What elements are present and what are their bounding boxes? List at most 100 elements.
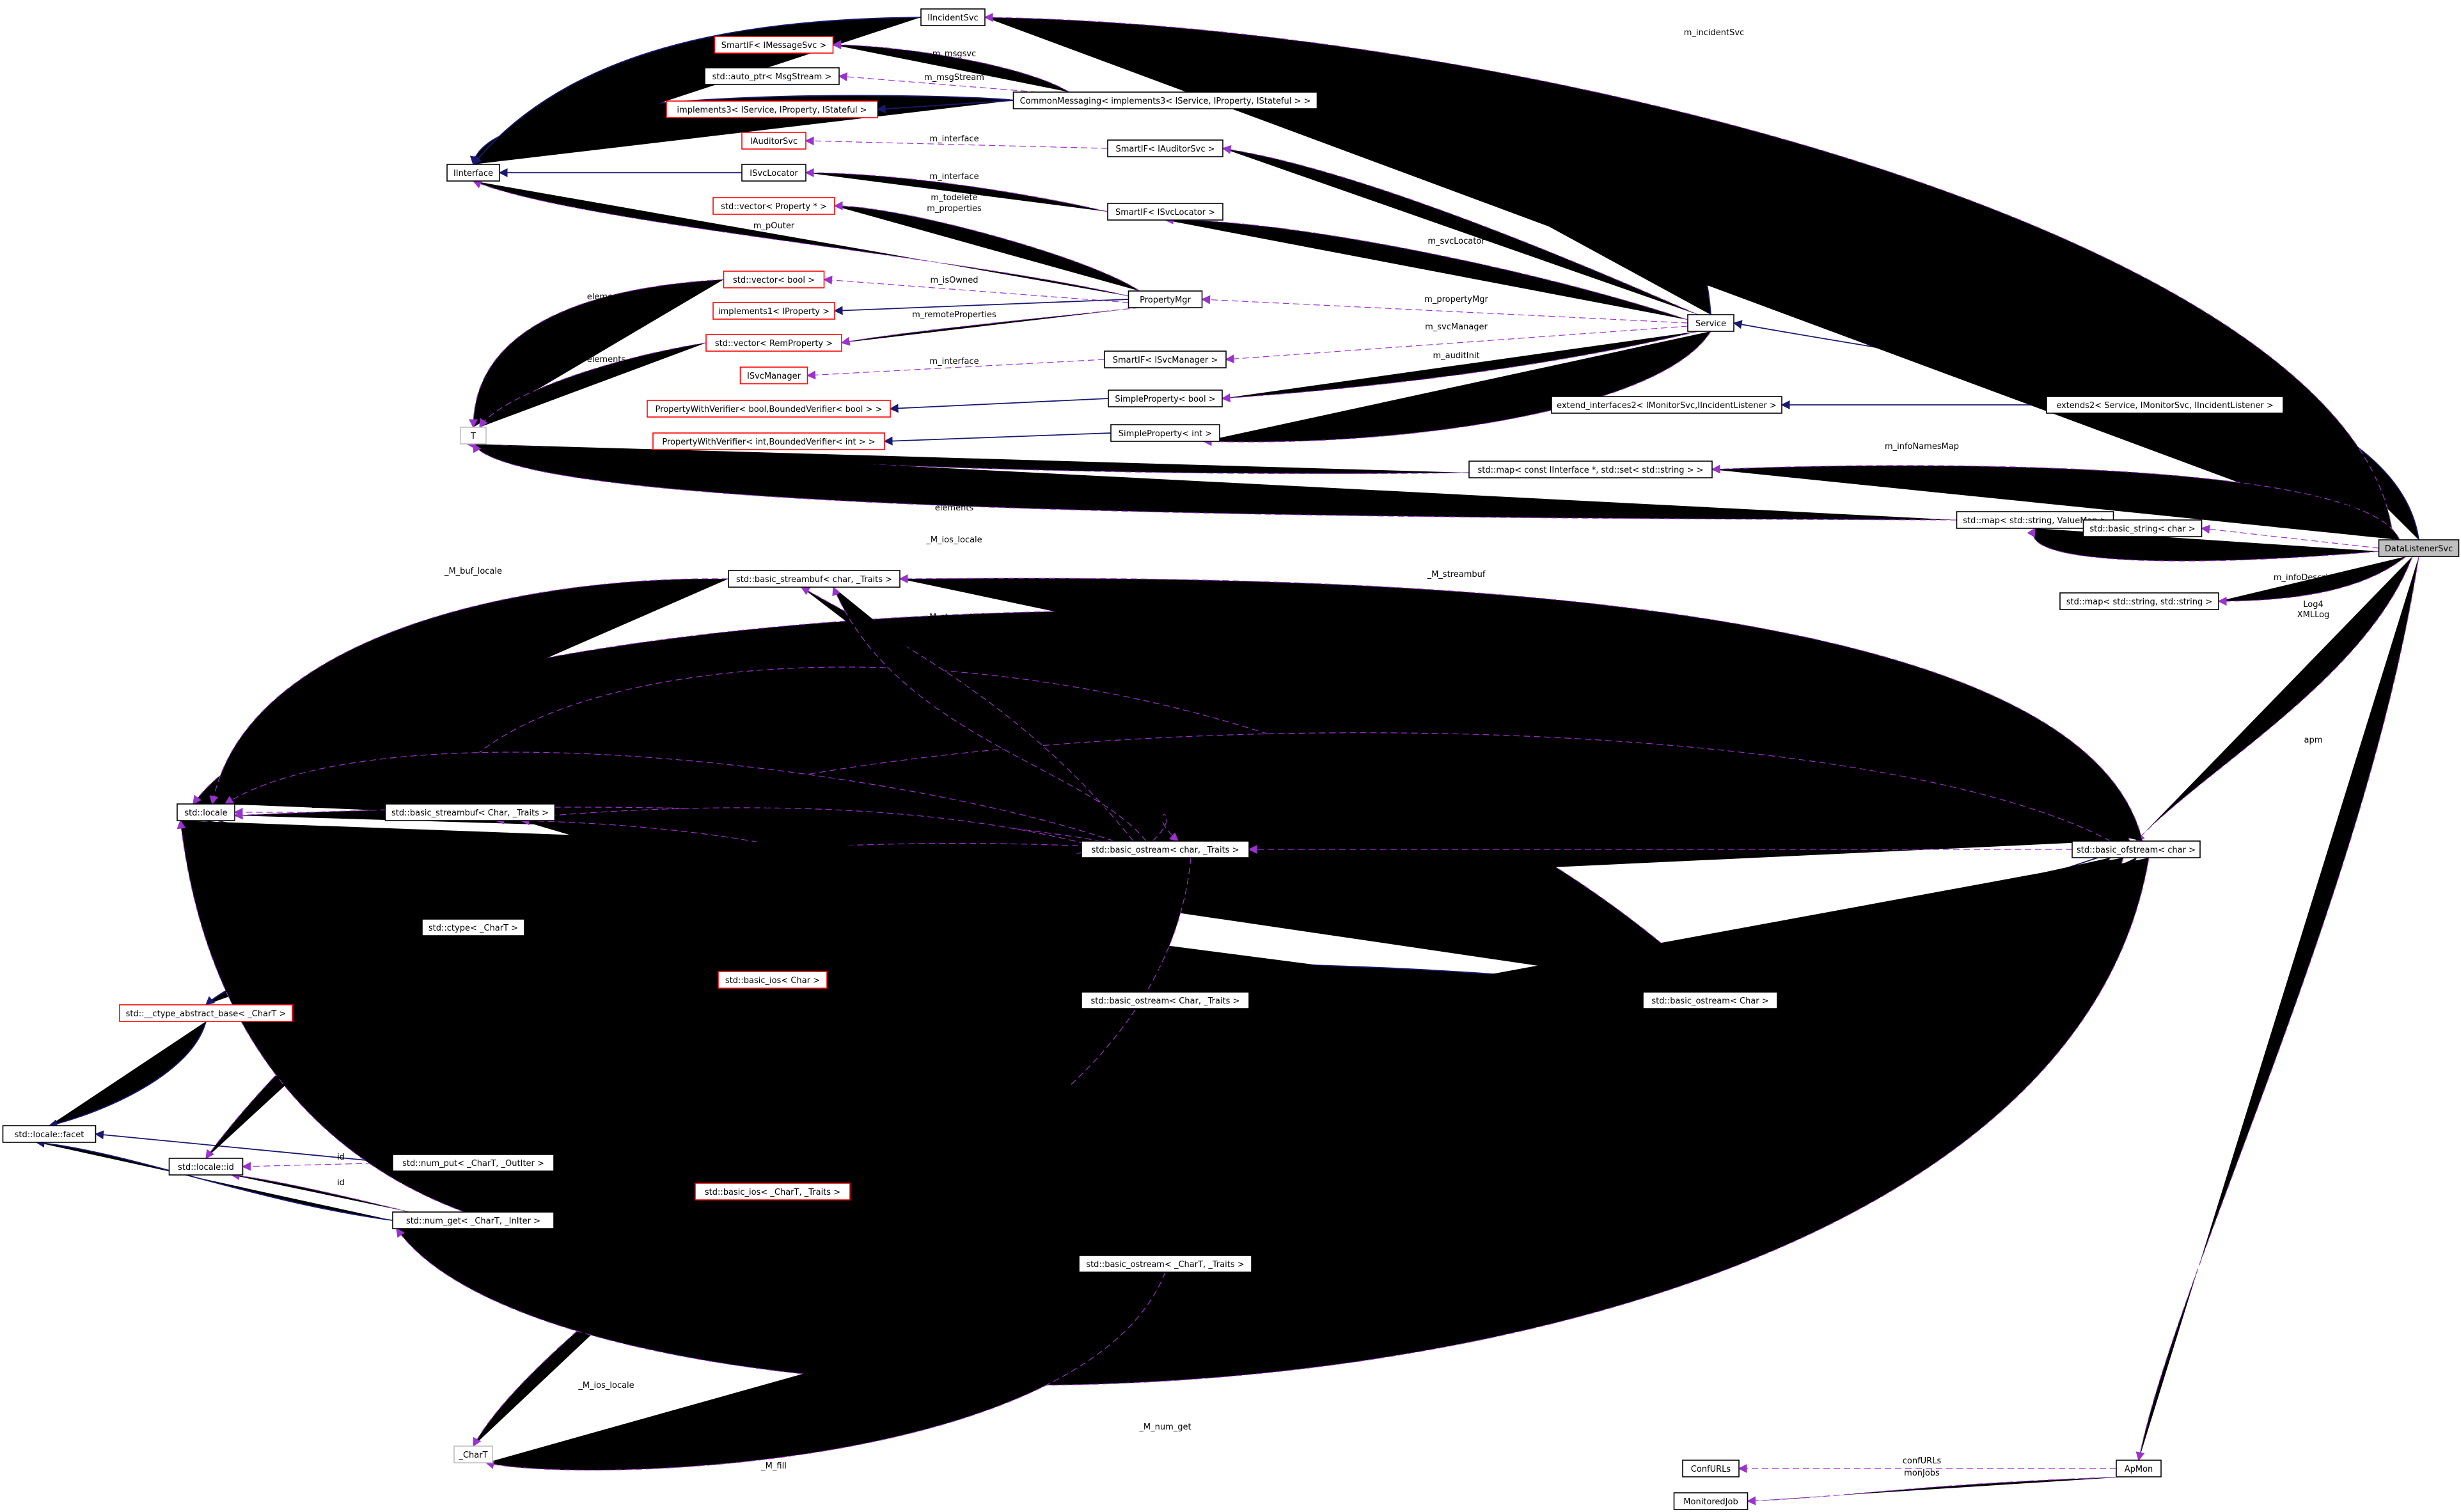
node-label: std::locale::id — [178, 1163, 234, 1172]
edge-ctype-c-use — [494, 807, 1096, 847]
edge-svclocator-use — [1164, 215, 1688, 320]
edge-label-m-svclocator: m_svcLocator — [1427, 237, 1485, 246]
class-node-t[interactable]: T — [460, 427, 487, 445]
node-box — [2116, 1460, 2162, 1477]
edge-label-m-pauditorsvc: m_pAuditorSvc — [1425, 159, 1488, 168]
edge-label-m-interface-mgr: m_interface — [929, 357, 979, 366]
node-label: PropertyWithVerifier< bool,BoundedVerifi… — [656, 405, 883, 414]
edge-label-m-num-get-g: _M_num_get — [927, 1284, 980, 1294]
node-label: SimpleProperty< int > — [1119, 429, 1212, 439]
edge-buf-locale-top-use — [209, 578, 729, 805]
edge-label-m-num-put-d: _M_num_put — [579, 1163, 632, 1173]
class-node-isvcmanager[interactable]: ISvcManager — [739, 366, 808, 384]
class-node-extend-interfaces2[interactable]: extend_interfaces2< IMonitorSvc,IInciden… — [1551, 396, 1782, 414]
node-box — [1687, 314, 1734, 332]
class-node-locale-id[interactable]: std::locale::id — [168, 1158, 244, 1176]
edge-label-m-streambuf-a: _M_streambuf — [1427, 570, 1486, 579]
edge-isowned-use — [823, 275, 1129, 303]
class-node-smartif-iauditorsvc[interactable]: SmartIF< IAuditorSvc > — [1107, 139, 1223, 157]
class-node-basic-ostream-char-traits[interactable]: std::basic_ostream< char, _Traits > — [1081, 840, 1250, 858]
class-node-chart[interactable]: _CharT — [453, 1445, 493, 1463]
node-box — [652, 432, 885, 450]
node-box — [119, 1004, 293, 1022]
class-node-basic-ios-chart[interactable]: std::basic_ios< _CharT, _Traits > — [695, 1183, 851, 1201]
class-node-commonmessaging[interactable]: CommonMessaging< implements3< IService, … — [1012, 91, 1318, 109]
edge-log4-use — [2135, 556, 2413, 842]
node-label: implements1< IProperty > — [718, 307, 830, 317]
class-node-service[interactable]: Service — [1687, 314, 1734, 332]
edge-propertymgr-use — [1201, 295, 1688, 324]
class-node-apmon[interactable]: ApMon — [2116, 1460, 2162, 1477]
class-node-locale-facet[interactable]: std::locale::facet — [2, 1125, 97, 1143]
node-box — [712, 302, 835, 320]
node-box — [1682, 1460, 1740, 1477]
class-node-auto-ptr-msgstream[interactable]: std::auto_ptr< MsgStream > — [704, 67, 840, 85]
node-box — [1642, 991, 1778, 1009]
node-label: T — [470, 432, 476, 441]
class-node-simpleproperty-bool[interactable]: SimpleProperty< bool > — [1108, 390, 1223, 407]
node-label: std::basic_ios< _CharT, _Traits > — [705, 1188, 840, 1197]
class-node-pwv-int[interactable]: PropertyWithVerifier< int,BoundedVerifie… — [652, 432, 885, 450]
class-node-map-iinterface[interactable]: std::map< const IInterface *, std::set< … — [1468, 461, 1713, 478]
class-node-basic-string-char[interactable]: std::basic_string< char > — [2082, 519, 2203, 537]
node-label: std::ctype< _CharT > — [429, 924, 518, 933]
edge-label-m-ios-locale-a: _M_ios_locale — [578, 709, 634, 719]
edge-label-m-ios-locale-top: _M_ios_locale — [925, 535, 982, 545]
edge-label-m-propertymgr: m_propertyMgr — [1424, 295, 1488, 304]
edge-label-id-a: id — [337, 967, 345, 977]
class-node-vector-bool[interactable]: std::vector< bool > — [723, 271, 825, 288]
edge-infodescriptions-use — [2217, 556, 2407, 606]
class-node-smartif-isvclocator[interactable]: SmartIF< ISvcLocator > — [1107, 203, 1223, 221]
class-node-smartif-isvcmanager[interactable]: SmartIF< ISvcManager > — [1104, 350, 1227, 368]
class-node-basic-ios-char[interactable]: std::basic_ios< Char > — [718, 971, 828, 989]
edge-tie-a-use — [1152, 814, 1179, 842]
class-node-ctype-chart[interactable]: std::ctype< _CharT > — [421, 918, 525, 936]
class-node-confurls[interactable]: ConfURLs — [1682, 1460, 1740, 1477]
class-node-implements1[interactable]: implements1< IProperty > — [712, 302, 835, 320]
node-box — [714, 36, 834, 54]
class-node-datalistenersvc[interactable]: DataListenerSvc — [2378, 539, 2460, 557]
node-box — [1110, 424, 1220, 442]
class-node-basic-ostream-char[interactable]: std::basic_ostream< Char > — [1642, 991, 1778, 1009]
edge-label-m-buf-locale-b: _M_buf_locale — [311, 799, 370, 808]
class-node-isvclocator[interactable]: ISvcLocator — [741, 164, 806, 182]
edge-propertymgr-implements1 — [833, 299, 1129, 315]
node-label: std::__ctype_abstract_base< _CharT > — [126, 1009, 287, 1019]
class-node-basic-ostream-chart[interactable]: std::basic_ostream< _CharT, _Traits > — [1078, 1255, 1252, 1273]
class-node-basic-streambuf-char[interactable]: std::basic_streambuf< Char, _Traits > — [384, 803, 556, 821]
node-box — [1468, 461, 1713, 478]
node-label: std::num_get< _CharT, _InIter > — [406, 1217, 540, 1226]
class-node-basic-streambuf-char[interactable]: std::basic_streambuf< char, _Traits > — [728, 570, 900, 588]
class-node-locale[interactable]: std::locale — [177, 803, 235, 821]
class-node-num-get[interactable]: std::num_get< _CharT, _InIter > — [392, 1211, 554, 1229]
edge-label-elements-2: elements — [587, 355, 626, 365]
class-node-propertymgr[interactable]: PropertyMgr — [1128, 290, 1203, 308]
class-node-map-string-string[interactable]: std::map< std::string, std::string > — [2059, 592, 2219, 610]
class-node-monitoredjob[interactable]: MonitoredJob — [1673, 1492, 1749, 1510]
class-node-extends2[interactable]: extends2< Service, IMonitorSvc, IInciden… — [2046, 396, 2284, 414]
edge-numput-facet — [95, 1130, 393, 1163]
class-node-num-put[interactable]: std::num_put< _CharT, _OutIter > — [392, 1154, 554, 1172]
node-label: ConfURLs — [1691, 1465, 1731, 1474]
class-node-iauditorsvc[interactable]: IAuditorSvc — [741, 132, 806, 150]
edge-incidentsvc-use — [984, 13, 2394, 540]
class-node-vector-remproperty[interactable]: std::vector< RemProperty > — [705, 334, 842, 352]
edge-label-m-ios-locale-c: _M_ios_locale — [444, 975, 501, 985]
class-node-vector-property[interactable]: std::vector< Property * > — [712, 197, 835, 215]
edge-label-m-incidentsvc: m_incidentSvc — [1684, 28, 1744, 38]
node-box — [392, 1211, 554, 1229]
class-node-basic-ofstream-char[interactable]: std::basic_ofstream< char > — [2072, 840, 2201, 858]
class-node-simpleproperty-int[interactable]: SimpleProperty< int > — [1110, 424, 1220, 442]
edge-label-m-num-get-f: _M_num_get — [747, 1281, 799, 1291]
node-box — [1012, 91, 1318, 109]
class-node-basic-ostream-char-traits[interactable]: std::basic_ostream< Char, _Traits > — [1081, 991, 1250, 1009]
class-node-iincidentsvc[interactable]: IIncidentSvc — [920, 8, 986, 26]
class-node-pwv-bool[interactable]: PropertyWithVerifier< bool,BoundedVerifi… — [647, 400, 891, 418]
edge-label-m-ctype-f: _M_ctype — [586, 1063, 625, 1073]
class-node-iinterface[interactable]: IInterface — [446, 164, 500, 182]
class-node-implements3[interactable]: implements3< IService, IProperty, IState… — [666, 100, 878, 118]
class-node-ctype-abstract-base[interactable]: std::__ctype_abstract_base< _CharT > — [119, 1004, 293, 1022]
class-node-smartif-imessagesvc[interactable]: SmartIF< IMessageSvc > — [714, 36, 834, 54]
edge-abstract-base-facet — [48, 1021, 207, 1128]
